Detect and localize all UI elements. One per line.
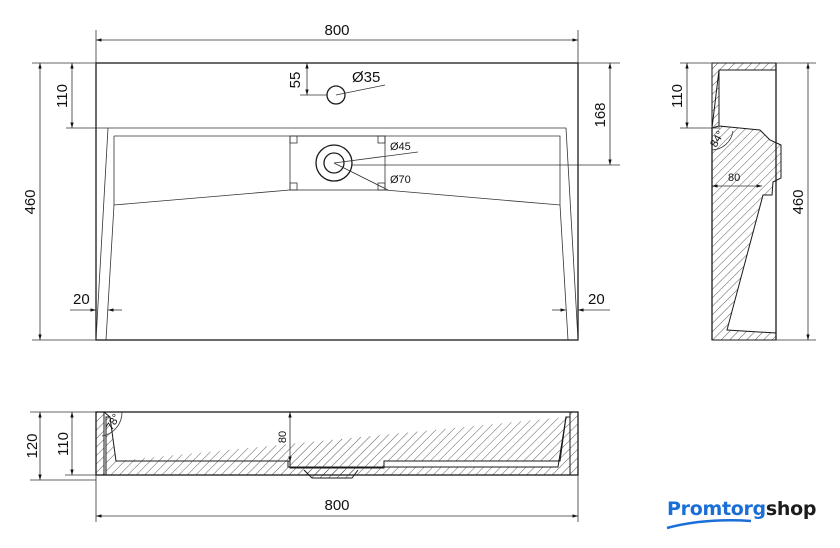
dim-front-width: 800 <box>324 497 349 514</box>
dim-top-rim: 110 <box>54 84 71 108</box>
logo-swoosh-icon <box>666 519 752 530</box>
dim-side-right: 20 <box>588 291 605 308</box>
dim-drain-offset: 168 <box>592 102 609 127</box>
dim-tap-offset: 55 <box>287 72 304 89</box>
dim-side-rim: 110 <box>669 84 686 108</box>
dim-tap-hole: Ø35 <box>352 69 380 86</box>
dim-side-drain: 80 <box>728 172 740 184</box>
dim-top-depth: 460 <box>22 189 39 214</box>
dim-front-height: 120 <box>24 433 41 458</box>
promtorgshop-logo: Promtorgshop <box>667 498 816 520</box>
top-view: 800 110 460 55 Ø35 168 Ø45 Ø70 20 20 <box>22 22 620 341</box>
dim-side-depth: 460 <box>790 189 807 214</box>
dim-side-left: 20 <box>73 291 90 308</box>
dim-front-inner-height: 110 <box>55 432 72 456</box>
logo-part2: shop <box>765 498 817 520</box>
side-view: 110 84° 80 460 <box>669 62 816 341</box>
drain-inner-circle <box>323 152 345 174</box>
dim-top-width: 800 <box>324 22 349 39</box>
logo-part1: Promtorg <box>667 498 766 520</box>
dim-drain-outer: Ø70 <box>390 174 411 186</box>
front-view: 120 110 80 78° 800 <box>24 411 579 522</box>
dim-front-basin-depth: 80 <box>277 431 289 443</box>
drain-outer-circle <box>315 144 353 182</box>
dim-drain-inner: Ø45 <box>390 141 411 153</box>
